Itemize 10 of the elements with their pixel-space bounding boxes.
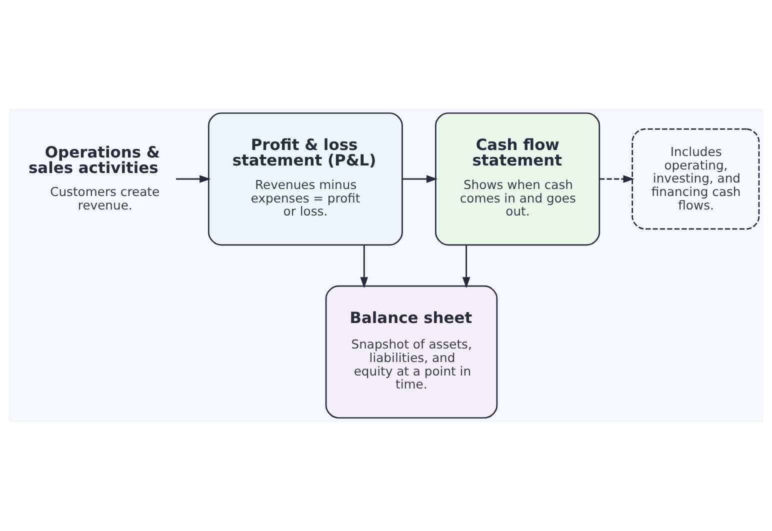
- node-box: Includes operating, investing, and financing cash flows.: [632, 128, 760, 230]
- node-text: Operations & sales activities Customers create revenue.: [28, 143, 160, 212]
- arrow: [462, 245, 470, 288]
- arrow: [176, 175, 211, 183]
- arrow: [402, 175, 438, 183]
- arrow: [360, 245, 368, 288]
- node-box: Balance sheet Snapshot of assets, liabilities, and equity at a point in time.: [325, 285, 498, 419]
- arrow: [600, 175, 634, 183]
- node-box: Profit & loss statement (P&L) Revenues minus expenses = profit or loss.: [208, 112, 403, 246]
- node-box: Cash flow statement Shows when cash comes in and goes out.: [435, 112, 600, 246]
